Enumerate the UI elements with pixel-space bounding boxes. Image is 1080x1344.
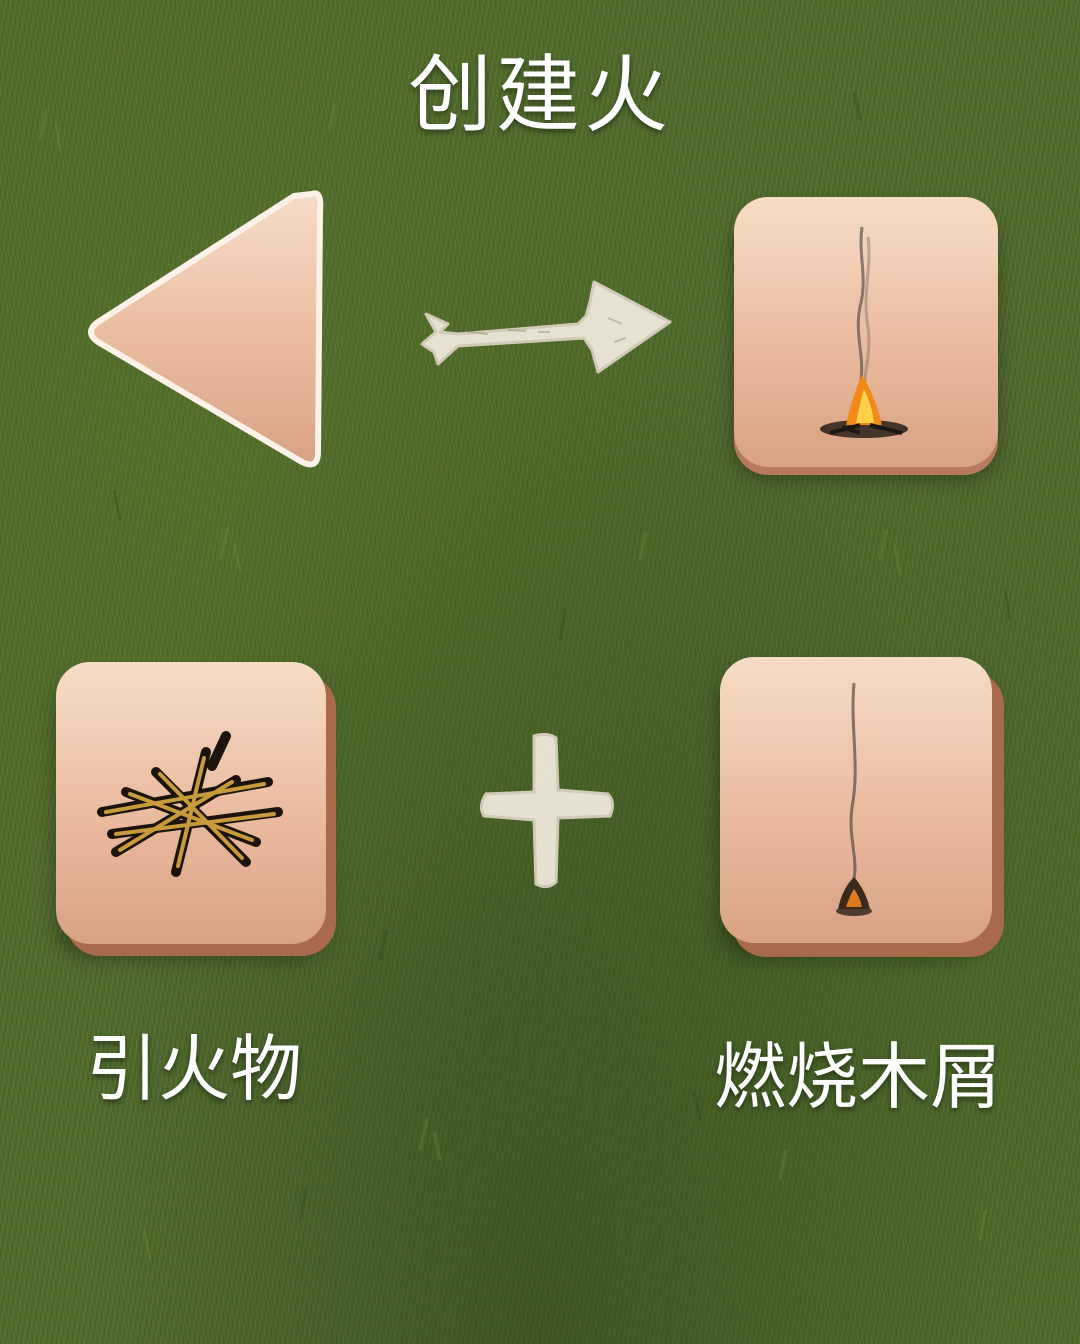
ingredient-slot-tinder[interactable] — [56, 662, 326, 944]
ingredient-label-burning-ember: 燃烧木屑 — [714, 1035, 1003, 1119]
back-triangle-icon — [88, 190, 324, 468]
back-button[interactable] — [84, 182, 324, 472]
plus-icon — [478, 732, 618, 892]
burning-ember-icon — [836, 682, 872, 916]
ingredient-slot-burning-ember[interactable] — [720, 657, 992, 943]
ingredient-label-tinder: 引火物 — [86, 1027, 303, 1111]
recipe-title: 创建火 — [407, 46, 672, 144]
arrow-right-icon — [418, 272, 678, 382]
tinder-icon — [97, 731, 283, 877]
campfire-icon — [820, 226, 908, 438]
result-slot[interactable] — [734, 197, 998, 467]
